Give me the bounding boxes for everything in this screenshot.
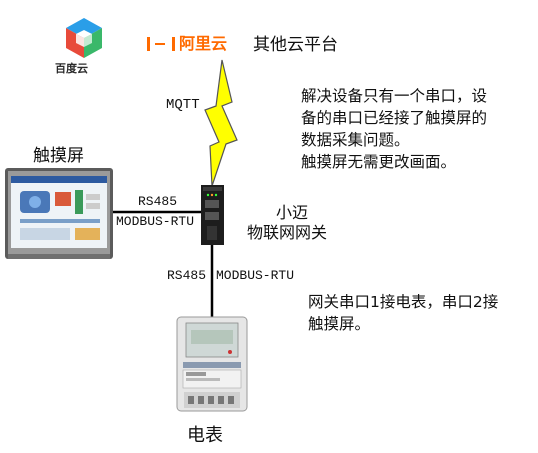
description-top-line: 解决设备只有一个串口，设 [301,87,488,105]
other-cloud-label: 其他云平台 [253,35,338,55]
gateway-name-label: 小迈 [276,203,309,222]
description-top-line: 触摸屏无需更改画面。 [301,153,457,171]
mqtt-label: MQTT [166,97,200,113]
description-top-line: 数据采集问题。 [301,131,410,149]
description-top: 解决设备只有一个串口，设 备的串口已经接了触摸屏的 数据采集问题。 触摸屏无需更… [301,85,531,173]
modbus-top-label: MODBUS-RTU [116,214,195,229]
modbus-bottom-label: MODBUS-RTU [216,268,295,283]
lightning-bolt-icon [204,59,238,187]
electric-meter-device [176,316,248,412]
rs485-bottom-label: RS485 [167,268,207,283]
meter-label: 电表 [187,425,223,446]
aliyun-label: 阿里云 [179,34,228,53]
touchscreen-label: 触摸屏 [33,146,84,166]
touchscreen-device [5,168,113,259]
baidu-cloud-label: 百度云 [55,62,88,75]
description-bottom-line: 触摸屏。 [308,315,371,333]
aliyun-mark-icon [147,37,175,51]
rs485-top-label: RS485 [138,194,178,209]
description-bottom-line: 网关串口1接电表，串口2接 [308,293,499,311]
gateway-type-label: 物联网网关 [247,223,328,242]
aliyun-logo: 阿里云 [147,30,227,54]
description-top-line: 备的串口已经接了触摸屏的 [301,109,488,127]
gateway-device [201,185,224,245]
baidu-cloud-logo [66,18,102,58]
description-bottom: 网关串口1接电表，串口2接 触摸屏。 [308,291,538,335]
